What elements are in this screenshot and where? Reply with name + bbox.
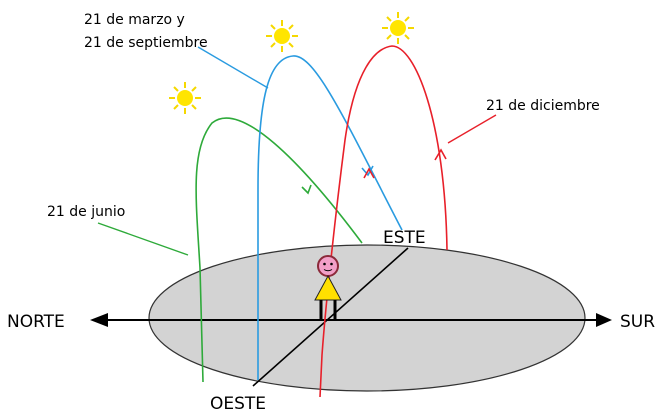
label-march-september-line1: 21 de marzo y bbox=[84, 12, 185, 28]
june-direction-arrow bbox=[301, 184, 312, 195]
december-direction-arrow-left bbox=[363, 167, 375, 179]
south-arrowhead bbox=[596, 313, 612, 327]
sun-icon-december bbox=[382, 12, 414, 44]
label-march-september-line2: 21 de septiembre bbox=[84, 35, 208, 51]
equinox-direction-arrow bbox=[361, 165, 374, 177]
december-leader-line bbox=[447, 114, 497, 144]
label-south: SUR bbox=[620, 312, 655, 332]
label-north: NORTE bbox=[7, 312, 65, 332]
north-arrowhead bbox=[90, 313, 108, 327]
person-dress bbox=[314, 274, 342, 301]
sun-icon-june bbox=[169, 82, 201, 114]
december-direction-arrow-right bbox=[434, 148, 447, 161]
equinox-leader-line bbox=[197, 46, 269, 89]
june-leader-line bbox=[97, 222, 189, 256]
label-east: ESTE bbox=[383, 228, 426, 248]
east-west-axis bbox=[252, 247, 409, 387]
june-sun-path bbox=[195, 117, 363, 383]
label-june: 21 de junio bbox=[47, 204, 125, 220]
label-december: 21 de diciembre bbox=[486, 98, 600, 114]
ground-plane bbox=[148, 244, 586, 392]
label-west: OESTE bbox=[210, 394, 266, 414]
person-figure bbox=[314, 255, 342, 319]
equinox-sun-path bbox=[257, 55, 403, 380]
person-head bbox=[317, 255, 339, 277]
sun-icon-equinox bbox=[266, 20, 298, 52]
